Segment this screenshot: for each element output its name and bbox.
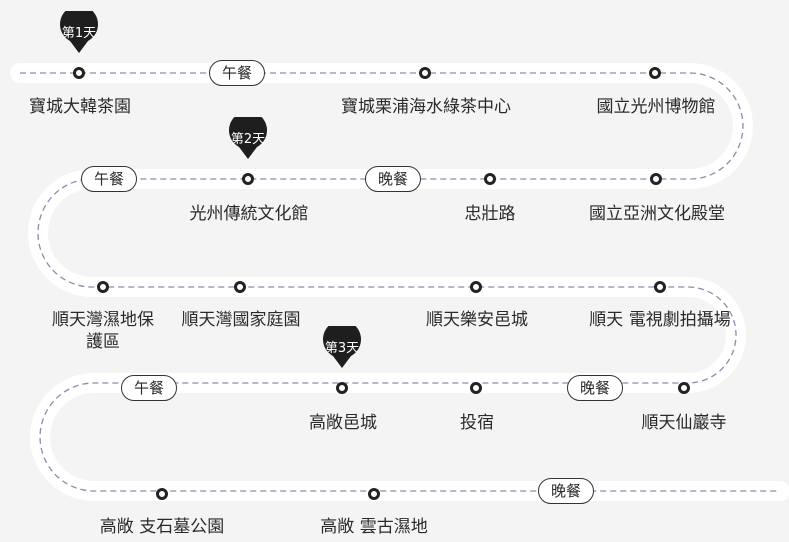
meal-badge-dinner: 晚餐 <box>364 166 422 192</box>
stop-label: 寶城栗浦海水綠茶中心 <box>341 97 511 117</box>
stop-marker <box>650 173 662 185</box>
stop-marker <box>470 281 482 293</box>
meal-badge-lunch: 午餐 <box>120 375 178 401</box>
stop-label: 光州傳統文化館 <box>189 204 309 224</box>
stop-label: 順天仙巖寺 <box>641 413 727 433</box>
stop-label: 順天 電視劇拍攝場 <box>589 310 731 330</box>
stop-label: 順天灣國家庭園 <box>181 310 301 330</box>
stop-marker <box>470 382 482 394</box>
meal-badge-lunch: 午餐 <box>80 166 138 192</box>
stop-label: 高敞 雲古濕地 <box>320 517 428 537</box>
meal-badge-lunch: 午餐 <box>208 60 266 86</box>
stop-label: 順天灣濕地保護區 <box>52 310 154 352</box>
day-pin-icon: 第2天 <box>223 117 273 161</box>
stop-marker <box>649 67 661 79</box>
stop-marker <box>242 173 254 185</box>
stop-marker <box>336 382 348 394</box>
stop-label: 忠壯路 <box>464 204 516 224</box>
stop-marker <box>484 173 496 185</box>
meal-badge-dinner: 晚餐 <box>566 375 624 401</box>
stop-label: 高敞邑城 <box>309 413 377 433</box>
stop-marker <box>654 281 666 293</box>
stop-marker <box>97 281 109 293</box>
stop-label: 國立亞洲文化殿堂 <box>589 204 725 224</box>
stop-marker <box>156 488 168 500</box>
day-label: 第3天 <box>324 341 360 356</box>
day-label: 第1天 <box>61 26 97 41</box>
stop-label: 投宿 <box>460 413 494 433</box>
stop-marker <box>678 382 690 394</box>
day-pin-icon: 第1天 <box>54 11 104 55</box>
stop-marker <box>419 67 431 79</box>
stop-marker <box>234 281 246 293</box>
stop-marker <box>368 488 380 500</box>
stop-label: 國立光州博物館 <box>596 97 716 117</box>
meal-badge-dinner: 晚餐 <box>537 478 595 504</box>
stop-label: 順天樂安邑城 <box>426 310 528 330</box>
stop-label: 寶城大韓茶園 <box>29 97 131 117</box>
day-pin-icon: 第3天 <box>317 326 367 370</box>
stop-marker <box>73 67 85 79</box>
stop-label: 高敞 支石墓公園 <box>99 517 225 537</box>
day-label: 第2天 <box>230 132 266 147</box>
